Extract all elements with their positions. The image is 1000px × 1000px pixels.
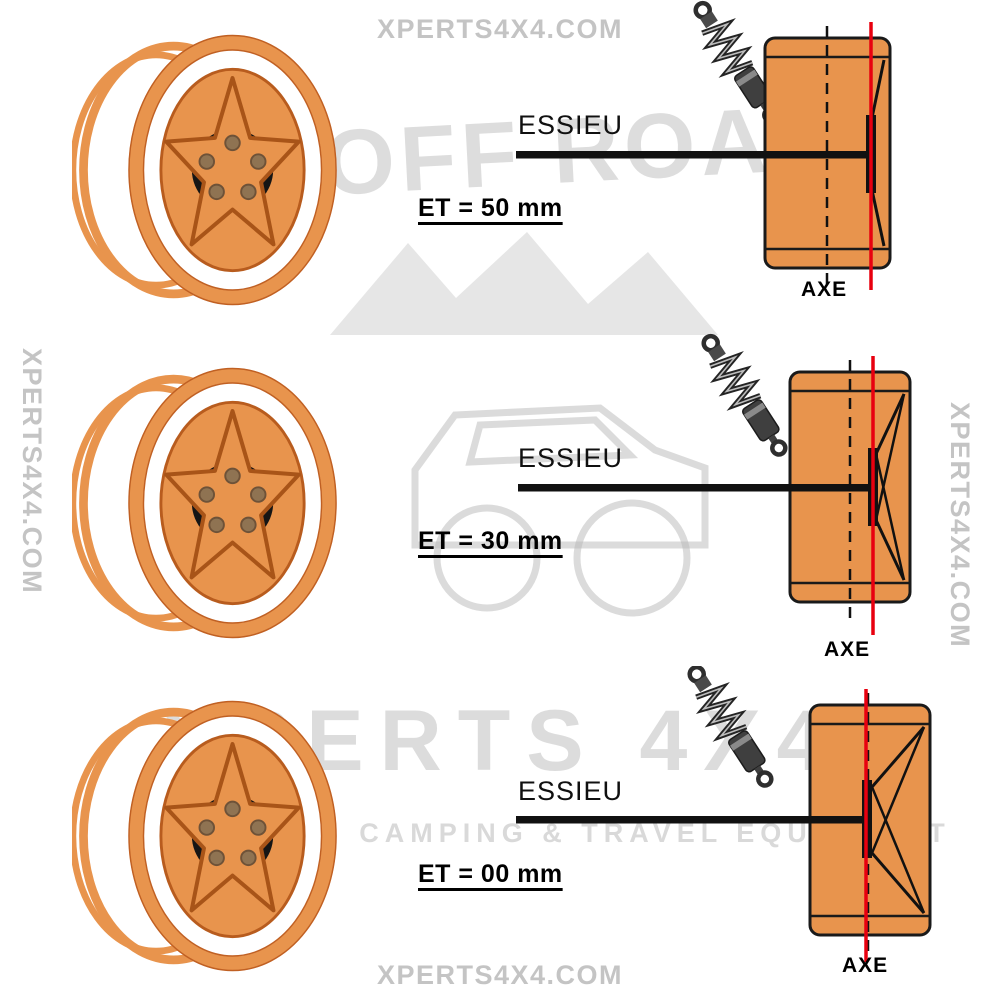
axle-line xyxy=(516,151,871,159)
offset-diagram-et30 xyxy=(518,333,912,635)
offset-row-et00: ESSIEU ET = 00 mm AXE xyxy=(0,666,1000,1000)
offset-value-label: ET = 00 mm xyxy=(418,860,563,888)
watermark-right: XPERTS4X4.COM xyxy=(945,402,975,649)
watermark-vehicle xyxy=(411,404,709,617)
axis-label: AXE xyxy=(801,278,848,301)
offset-value-label: ET = 30 mm xyxy=(418,527,563,555)
watermark-bottom: XPERTS4X4.COM xyxy=(376,960,624,990)
axle-line xyxy=(516,816,867,824)
axle-label: ESSIEU xyxy=(518,443,624,473)
watermark-left: XPERTS4X4.COM xyxy=(17,348,47,595)
offset-value-label: ET = 50 mm xyxy=(418,194,563,222)
axis-label: AXE xyxy=(842,954,889,977)
offset-row-et30: ESSIEU ET = 30 mm AXE xyxy=(0,333,1000,666)
watermark-mountains xyxy=(330,232,718,335)
axle-line xyxy=(518,484,873,492)
axle-label: ESSIEU xyxy=(518,776,624,806)
shock-absorber-icon xyxy=(696,333,793,461)
shock-absorber-icon xyxy=(682,666,779,792)
watermark-top: XPERTS4X4.COM xyxy=(376,14,624,44)
axis-label: AXE xyxy=(824,638,871,661)
offset-diagram-et50 xyxy=(516,0,892,290)
offset-diagram-et00 xyxy=(516,666,932,962)
offset-row-et50: ESSIEU ET = 50 mm AXE xyxy=(0,0,1000,333)
axle-label: ESSIEU xyxy=(518,110,624,140)
